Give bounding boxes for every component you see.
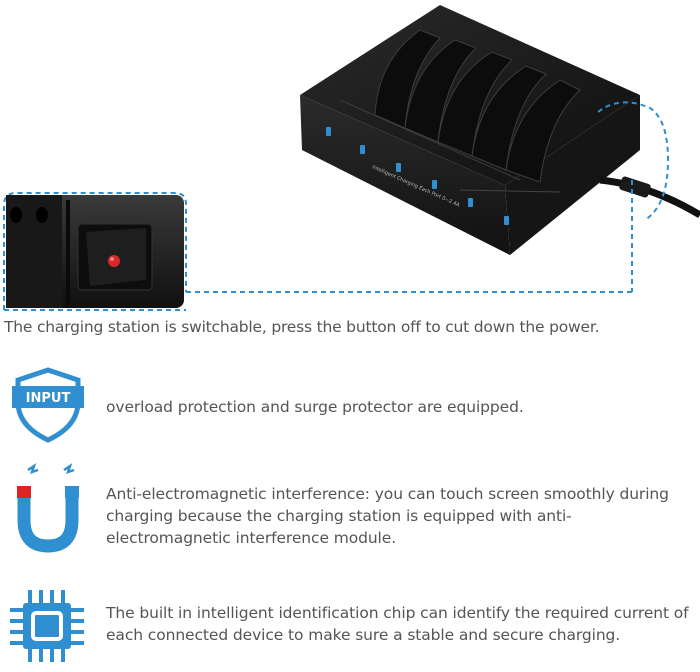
feature-chip-text: The built in intelligent identification … [106,604,689,644]
switch-caption: The charging station is switchable, pres… [4,318,600,336]
feature-emi-text: Anti-electromagnetic interference: you c… [106,485,669,547]
charging-station-illustration: Intelligent Charging Each Port 0~2.4A [3,5,700,311]
usb-ports [326,127,509,225]
shield-badge-text: INPUT [26,391,71,406]
charging-station: Intelligent Charging Each Port 0~2.4A [300,5,700,255]
callout-connector [3,101,670,311]
chip-icon [8,586,88,666]
feature-overload-text: overload protection and surge protector … [106,398,524,416]
power-switch-inset [6,195,184,308]
magnet-icon [8,462,88,554]
rocker-switch [77,223,153,291]
shield-icon: INPUT [8,364,88,444]
switch-indicator-light [108,255,120,267]
